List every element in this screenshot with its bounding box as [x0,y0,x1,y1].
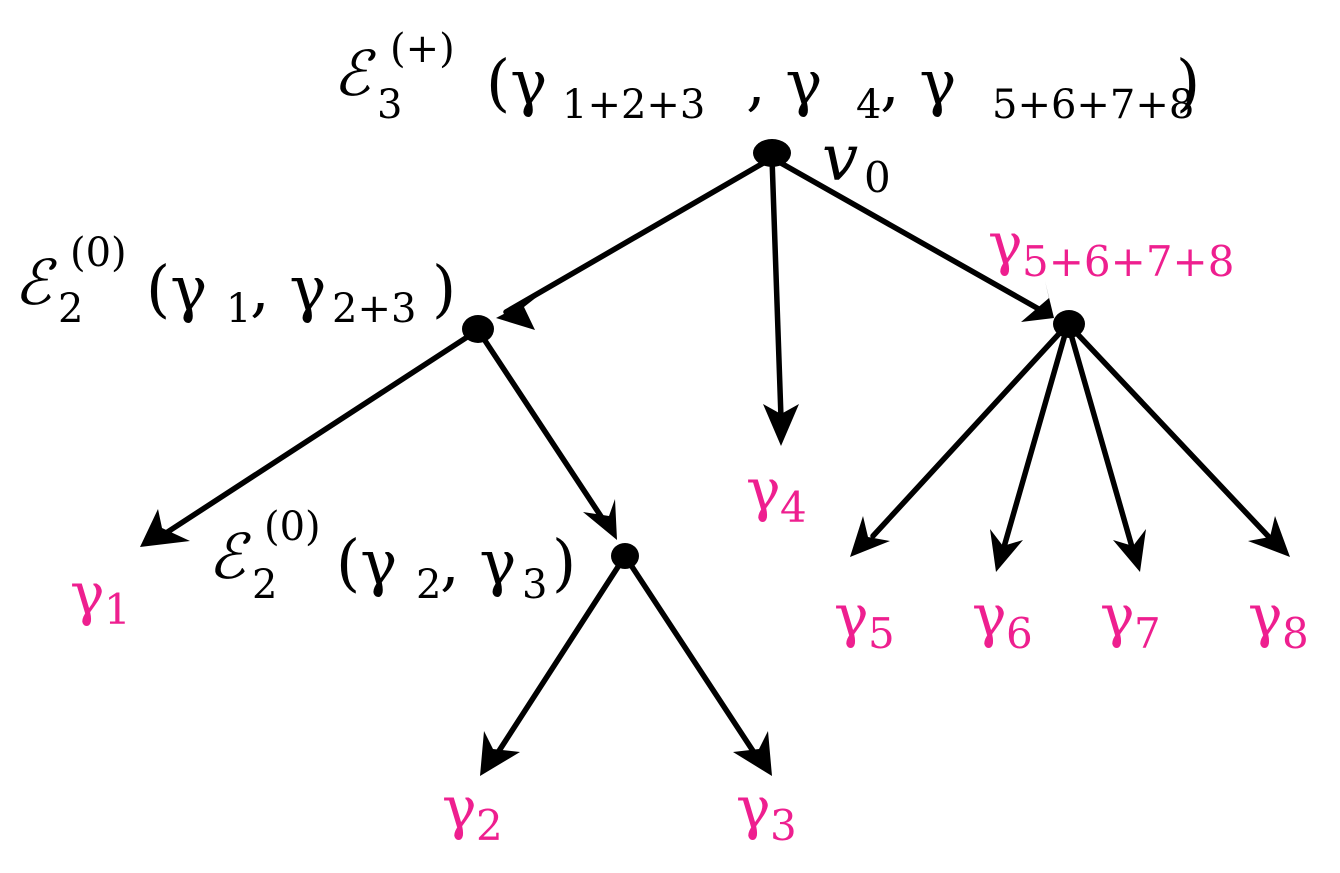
left-sup: (0) [70,230,127,276]
edge-left-to-gamma1 [163,327,481,536]
node-v0 [753,139,791,167]
right-label: γ 5+6+7+8 [988,210,1234,286]
root-sup: (+) [390,26,455,72]
root-comma2: , γ [880,46,956,119]
arrowhead-inner-node [583,499,617,540]
edge-right-to-gamma7 [1065,321,1135,550]
edges [163,155,1271,757]
inner-comma: , γ [440,526,516,599]
node-left [462,315,494,343]
leaf-gamma2-base: γ [442,774,477,842]
leaf-gamma2-sub: 2 [476,801,503,850]
root-comma1: , γ [746,46,822,119]
leaf-gamma6-sub: 6 [1006,609,1033,658]
leaf-gamma4-base: γ [746,456,781,524]
leaf-gamma5: γ 5 [834,582,895,658]
leaf-gamma5-sub: 5 [868,609,895,658]
nodes [462,139,1085,569]
leaf-gamma7-base: γ [1100,582,1135,650]
root-a1: 1+2+3 [562,82,705,128]
root-label: ℰ 3 (+) (γ 1+2+3 , γ 4 , γ 5+6+7+8 ) [333,26,1200,128]
leaf-gamma8: γ 8 [1248,582,1309,658]
leaf-gamma2: γ 2 [442,774,503,850]
leaf-gamma4: γ 4 [746,456,807,532]
inner-a1: 2 [416,562,441,608]
node-inner [611,543,639,569]
edge-root-to-right [769,155,1047,315]
root-close: ) [1176,46,1200,119]
leaf-gamma8-sub: 8 [1282,609,1309,658]
leaf-gamma1-base: γ [70,560,105,628]
left-close: ) [432,252,456,325]
left-sub: 2 [58,286,83,332]
leaf-gamma4-sub: 4 [780,483,807,532]
inner-open: (γ [336,526,397,599]
arrowhead-left-node [496,296,538,330]
left-a2: 2+3 [332,286,416,332]
arrowhead-gamma7 [1113,529,1146,572]
leaf-gamma7: γ 7 [1100,582,1161,658]
left-label: ℰ 2 (0) (γ 1 , γ 2+3 ) [14,230,456,332]
inner-sub: 2 [252,562,277,608]
inner-label: ℰ 2 (0) (γ 2 , γ 3 ) [208,504,576,608]
edge-inner-to-gamma2 [494,553,628,757]
root-script-e: ℰ [333,37,376,110]
leaf-gamma8-base: γ [1248,582,1283,650]
edge-root-to-gamma4 [769,155,784,421]
arrowhead-right-node [1021,281,1054,322]
inner-script-e: ℰ [208,520,251,593]
edge-left-to-inner [475,327,611,530]
root-a3: 5+6+7+8 [992,82,1194,128]
leaf-labels: γ 1 γ 2 γ 3 γ 4 γ 5 γ 6 γ 7 γ 8 [70,456,1309,850]
leaf-gamma6: γ 6 [972,582,1033,658]
leaf-gamma7-sub: 7 [1134,609,1161,658]
edge-right-to-gamma5 [870,321,1071,539]
edge-root-to-left [503,155,775,315]
inner-a2: 3 [522,562,547,608]
edge-right-to-gamma6 [1001,321,1071,550]
root-a2: 4 [856,82,881,128]
arrowhead-gamma2 [480,731,520,776]
leaf-gamma6-base: γ [972,582,1007,650]
arrowheads [140,281,1290,776]
left-a1: 1 [226,286,251,332]
inner-sup: (0) [264,504,321,550]
arrowhead-gamma4 [763,404,799,446]
leaf-gamma1: γ 1 [70,560,131,634]
root-sub: 3 [377,82,402,128]
node-right [1053,310,1085,338]
right-sub: 5+6+7+8 [1022,237,1234,286]
arrowhead-gamma5 [850,516,890,557]
left-comma: , γ [250,252,326,325]
arrowhead-gamma6 [990,529,1023,572]
arrowhead-gamma1 [140,509,190,547]
left-script-e: ℰ [14,246,57,319]
arrowhead-gamma8 [1248,516,1290,557]
leaf-gamma3-sub: 3 [770,801,797,850]
v0-sub: 0 [864,153,891,202]
root-open: (γ [486,46,547,119]
inner-close: ) [552,526,576,599]
arrowhead-gamma3 [733,731,772,776]
v0-base: v [822,122,858,196]
edge-inner-to-gamma3 [622,553,758,757]
leaf-gamma5-base: γ [834,582,869,650]
edge-right-to-gamma8 [1065,321,1271,539]
right-base: γ [988,210,1023,278]
leaf-gamma3-base: γ [736,774,771,842]
root-node-name: v 0 [822,122,891,202]
leaf-gamma3: γ 3 [736,774,797,850]
left-open: (γ [146,252,207,325]
leaf-gamma1-sub: 1 [104,585,131,634]
